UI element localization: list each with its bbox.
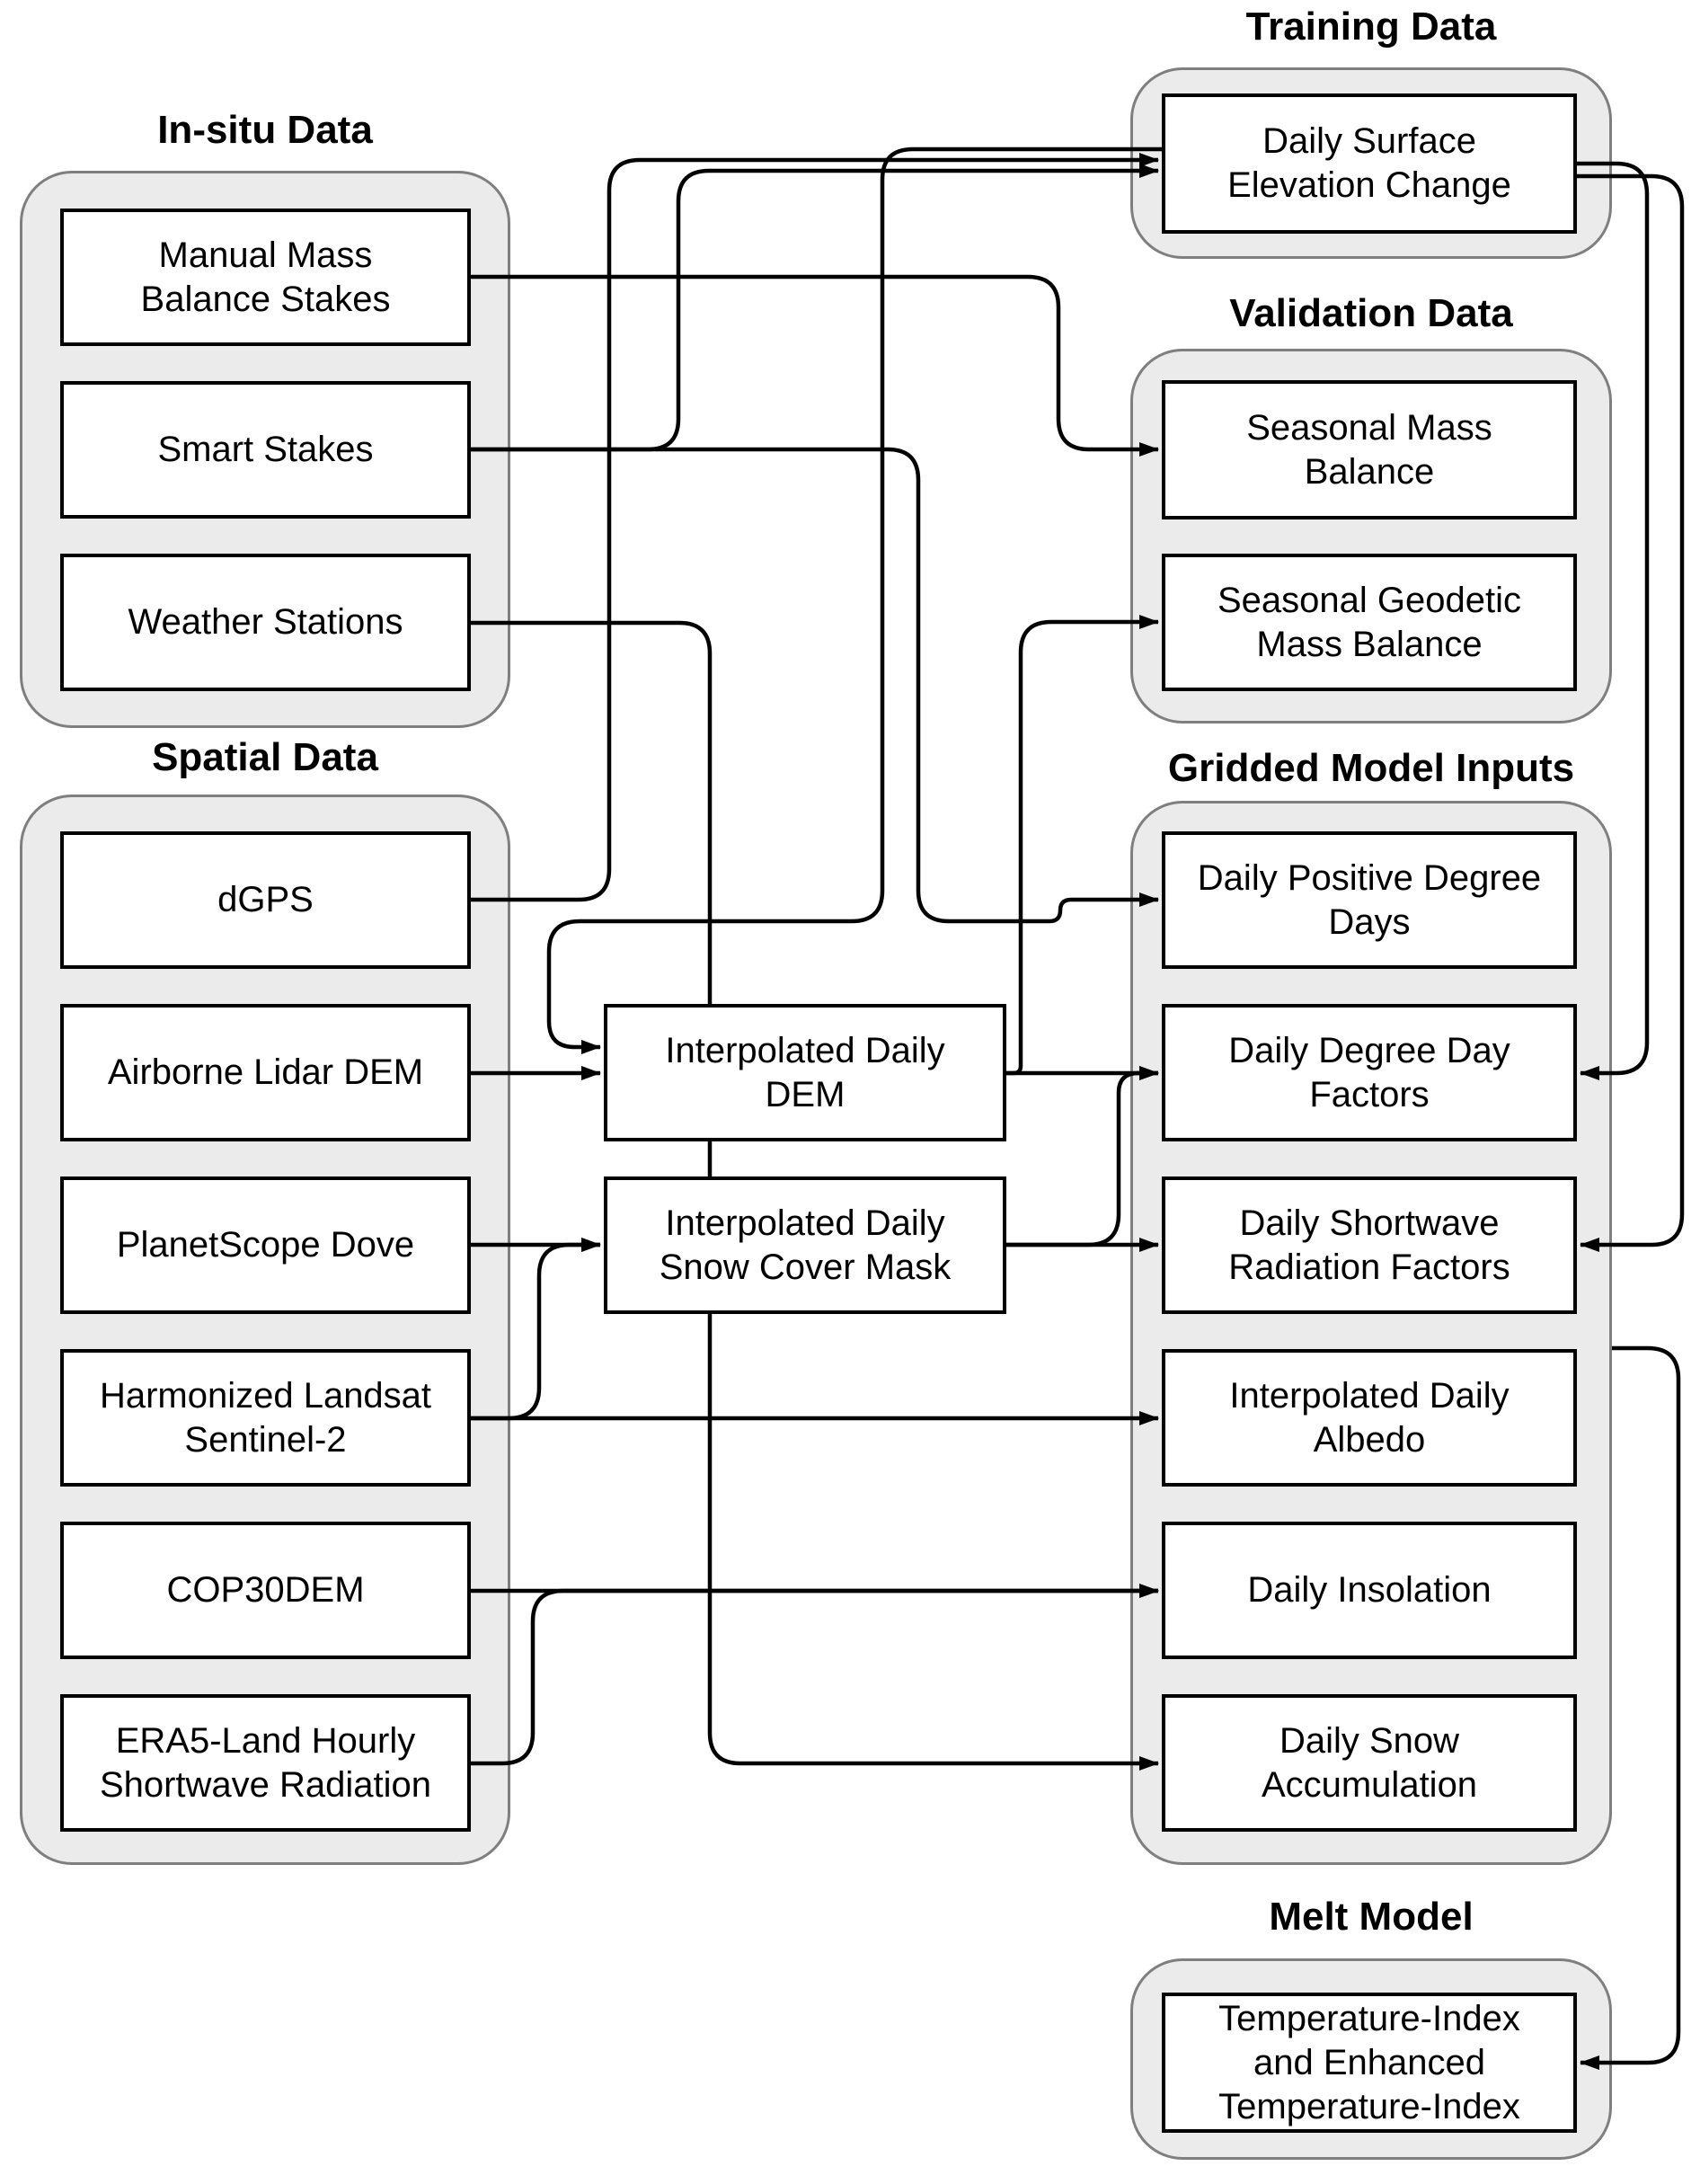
box-interpolated-daily-albedo: Interpolated Daily Albedo — [1162, 1349, 1577, 1487]
label-insitu-data: In-situ Data — [157, 108, 373, 152]
label-training-data: Training Data — [1245, 4, 1497, 49]
label-validation-data: Validation Data — [1229, 291, 1513, 335]
box-era5-land: ERA5-Land Hourly Shortwave Radiation — [60, 1694, 471, 1832]
box-temperature-index-model: Temperature-Index and Enhanced Temperatu… — [1162, 1993, 1577, 2133]
box-manual-mass-balance-stakes: Manual Mass Balance Stakes — [60, 209, 471, 346]
box-smart-stakes: Smart Stakes — [60, 381, 471, 519]
box-airborne-lidar-dem: Airborne Lidar DEM — [60, 1004, 471, 1141]
box-harmonized-landsat-sentinel2: Harmonized Landsat Sentinel-2 — [60, 1349, 471, 1487]
group-spatial — [20, 795, 510, 1865]
edge-manual-stakes-to-seasonal-mass-balance — [471, 274, 1159, 457]
edge-era5-to-daily-insolation — [471, 1584, 1159, 1766]
box-daily-positive-degree-days: Daily Positive Degree Days — [1162, 831, 1577, 969]
box-seasonal-geodetic-mass-balance: Seasonal Geodetic Mass Balance — [1162, 554, 1577, 691]
box-daily-snow-accumulation: Daily Snow Accumulation — [1162, 1694, 1577, 1832]
edge-gridded-inputs-to-melt-model — [1580, 1345, 1681, 2070]
edge-harmonized-landsat-to-snow-cover-mask — [471, 1238, 601, 1421]
edge-daily-surface-elevation-change-to-daily-degree-day-factors — [1577, 161, 1650, 1080]
edge-smart-stakes-to-daily-positive-degree-days — [471, 447, 1159, 924]
label-gridded-model-inputs: Gridded Model Inputs — [1167, 746, 1575, 790]
box-daily-surface-elevation-change: Daily Surface Elevation Change — [1162, 93, 1577, 234]
label-spatial-data: Spatial Data — [152, 735, 378, 779]
group-gridded — [1130, 801, 1612, 1865]
box-daily-degree-day-factors: Daily Degree Day Factors — [1162, 1004, 1577, 1141]
label-melt-model: Melt Model — [1269, 1895, 1474, 1939]
edge-dgps-to-daily-surface-elevation-change — [471, 153, 1159, 902]
box-weather-stations: Weather Stations — [60, 554, 471, 691]
box-daily-insolation: Daily Insolation — [1162, 1522, 1577, 1659]
edge-daily-surface-elevation-change-to-interpolated-daily-dem — [546, 146, 1162, 1054]
edge-smart-stakes-to-daily-surface-elevation-change — [471, 164, 1159, 452]
edge-interpolated-daily-dem-to-seasonal-geodetic-mass-balance — [1006, 615, 1159, 1076]
box-seasonal-mass-balance: Seasonal Mass Balance — [1162, 380, 1577, 519]
box-planetscope-dove: PlanetScope Dove — [60, 1176, 471, 1314]
box-interpolated-daily-dem: Interpolated Daily DEM — [604, 1004, 1006, 1141]
box-interpolated-daily-snow-cover-mask: Interpolated Daily Snow Cover Mask — [604, 1176, 1006, 1314]
box-daily-shortwave-radiation-factors: Daily Shortwave Radiation Factors — [1162, 1176, 1577, 1314]
box-cop30dem: COP30DEM — [60, 1522, 471, 1659]
edge-snow-cover-mask-to-daily-degree-day-factors — [1006, 1066, 1159, 1247]
box-dgps: dGPS — [60, 831, 471, 969]
edge-daily-surface-elevation-change-to-daily-shortwave-radiation-factors — [1577, 173, 1685, 1252]
